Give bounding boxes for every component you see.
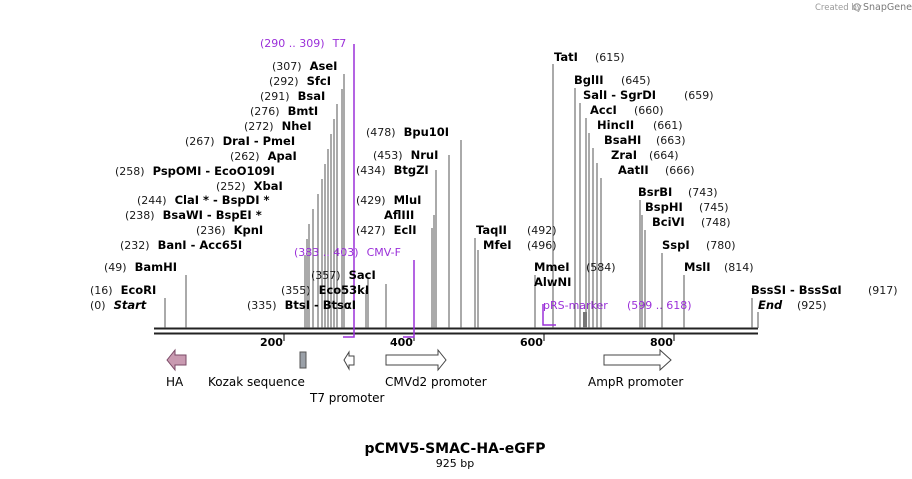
feature-label: HA	[166, 375, 184, 389]
enzyme-label: BsrBI	[638, 185, 672, 199]
feature-t7-promoter: T7 promoter	[309, 350, 385, 405]
enzyme-label: (292)SfcI	[269, 74, 331, 88]
enzyme-label: (429)MluI	[356, 193, 421, 207]
enzyme-label: MmeI	[534, 260, 570, 274]
site-position: (645)	[621, 74, 651, 87]
feature-label: Kozak sequence	[208, 375, 305, 389]
site-position: (743)	[688, 186, 718, 199]
enzyme-label: AatII	[618, 163, 649, 177]
credit-prefix: Created by	[815, 3, 862, 13]
end-label: End	[758, 298, 783, 312]
site-position: (664)	[649, 149, 679, 162]
snapgene-logo-icon	[853, 3, 861, 11]
feature-label: AmpR promoter	[588, 375, 683, 389]
enzyme-label: BciVI	[652, 215, 685, 229]
map-length: 925 bp	[436, 457, 474, 470]
site-position: (748)	[701, 216, 731, 229]
axis-tick-label: 200	[260, 336, 283, 349]
enzyme-label: TaqII	[476, 223, 507, 237]
site-position: (615)	[595, 51, 625, 64]
site-position: (917)	[868, 284, 898, 297]
axis-tick-label: 800	[650, 336, 673, 349]
feature-kozak: Kozak sequence	[208, 351, 307, 389]
feature-ampr-promoter: AmpR promoter	[588, 348, 683, 389]
enzyme-label: (272)NheI	[244, 119, 311, 133]
enzyme-label: (478)Bpu10I	[366, 125, 449, 139]
enzyme-label: BssSI - BssSαI	[751, 283, 842, 297]
enzyme-label: MfeI	[483, 238, 512, 252]
feature-label: T7 promoter	[309, 391, 385, 405]
enzyme-label: (238)BsaWI - BspEI *	[125, 208, 262, 222]
enzyme-label: (232)BanI - Acc65I	[120, 238, 242, 252]
site-position: (661)	[653, 119, 683, 132]
enzyme-label: (291)BsaI	[260, 89, 325, 103]
enzyme-label: (307)AseI	[272, 59, 337, 73]
enzyme-label: (335)BtsI - BtsαI	[247, 298, 356, 312]
primer-cmv-f-label: (383 .. 403)CMV-F	[294, 246, 401, 259]
enzyme-label: (244)ClaI * - BspDI *	[137, 193, 270, 207]
enzyme-label: (357)SacI	[311, 268, 376, 282]
feature-label: CMVd2 promoter	[385, 375, 487, 389]
enzyme-label: HincII	[597, 118, 634, 132]
credit-brand: SnapGene	[863, 2, 912, 13]
enzyme-label: (236)KpnI	[196, 223, 263, 237]
primer-markers	[343, 44, 556, 338]
enzyme-label: AlwNI	[534, 275, 571, 289]
site-position: (780)	[706, 239, 736, 252]
site-position: (814)	[724, 261, 754, 274]
enzyme-label: BsaHI	[604, 133, 641, 147]
axis-ticks: 200 400 600 800	[260, 334, 675, 349]
enzyme-label: TatI	[554, 50, 578, 64]
enzyme-label: (267)DraI - PmeI	[185, 134, 295, 148]
enzyme-label: BglII	[574, 73, 604, 87]
enzyme-label: (453)NruI	[373, 148, 438, 162]
primer-t7-label: (290 .. 309)T7	[260, 37, 346, 50]
enzyme-label: AccI	[590, 103, 617, 117]
primer-prs-marker-label: pRS-marker	[543, 299, 608, 312]
site-position: (666)	[665, 164, 695, 177]
sequence-backbone	[154, 327, 758, 335]
enzyme-label: ZraI	[611, 148, 637, 162]
site-position: (496)	[527, 239, 557, 252]
axis-tick-label: 600	[520, 336, 543, 349]
site-position: (925)	[797, 299, 827, 312]
enzyme-label: (258)PspOMI - EcoO109I	[115, 164, 275, 178]
site-position: (659)	[684, 89, 714, 102]
enzyme-label: (355)Eco53kI	[281, 283, 369, 297]
enzyme-label: (252)XbaI	[216, 179, 283, 193]
site-position: (492)	[527, 224, 557, 237]
enzyme-label: SspI	[662, 238, 690, 252]
enzyme-label: (262)ApaI	[230, 149, 297, 163]
axis-tick-label: 400	[390, 336, 413, 349]
site-position: (663)	[656, 134, 686, 147]
enzyme-label: SalI - SgrDI	[583, 88, 656, 102]
enzyme-label: (49)BamHI	[104, 260, 177, 274]
feature-ha: HA	[166, 348, 187, 389]
primer-position: (599 .. 618)	[627, 299, 692, 312]
feature-cmvd2-promoter: CMVd2 promoter	[385, 348, 487, 389]
enzyme-label: BspHI	[645, 200, 683, 214]
enzyme-label: (276)BmtI	[250, 104, 318, 118]
enzyme-label: AflIII	[384, 208, 414, 222]
site-position: (745)	[699, 201, 729, 214]
site-position: (584)	[586, 261, 616, 274]
map-title: pCMV5-SMAC-HA-eGFP	[364, 441, 545, 457]
dense-site-cluster	[583, 312, 587, 328]
site-position: (660)	[634, 104, 664, 117]
enzyme-label: (434)BtgZI	[356, 163, 429, 177]
enzyme-label: (427)EclI	[356, 223, 417, 237]
enzyme-label: MslI	[684, 260, 711, 274]
start-label: (0)Start	[90, 298, 147, 312]
enzyme-label: (16)EcoRI	[90, 283, 156, 297]
